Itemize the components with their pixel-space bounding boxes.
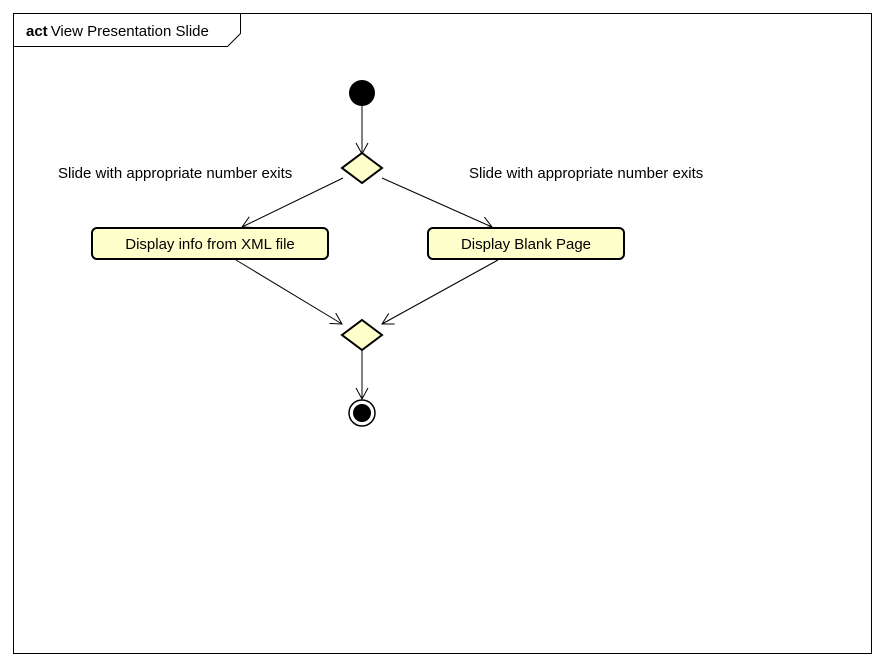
- guard-label-right: Slide with appropriate number exits: [469, 165, 703, 182]
- diagram-frame: [13, 13, 872, 654]
- action-display-info-xml-label: Display info from XML file: [125, 236, 295, 253]
- flow-decision-to-display-info: [241, 177, 344, 229]
- action-display-blank-page: [427, 227, 625, 260]
- frame-name: View Presentation Slide: [51, 23, 209, 40]
- decision-node: [340, 151, 384, 185]
- flow-blank-page-to-merge: [381, 259, 499, 325]
- guard-label-left: Slide with appropriate number exits: [58, 165, 292, 182]
- frame-name-tab: [13, 13, 241, 47]
- frame-keyword: act: [26, 23, 48, 40]
- activity-final-node: [348, 399, 376, 427]
- initial-node: [349, 80, 375, 106]
- flow-decision-to-blank-page: [381, 177, 493, 229]
- action-display-info-xml: [91, 227, 329, 260]
- action-display-blank-page-label: Display Blank Page: [461, 236, 591, 253]
- flow-display-info-to-merge: [235, 259, 343, 325]
